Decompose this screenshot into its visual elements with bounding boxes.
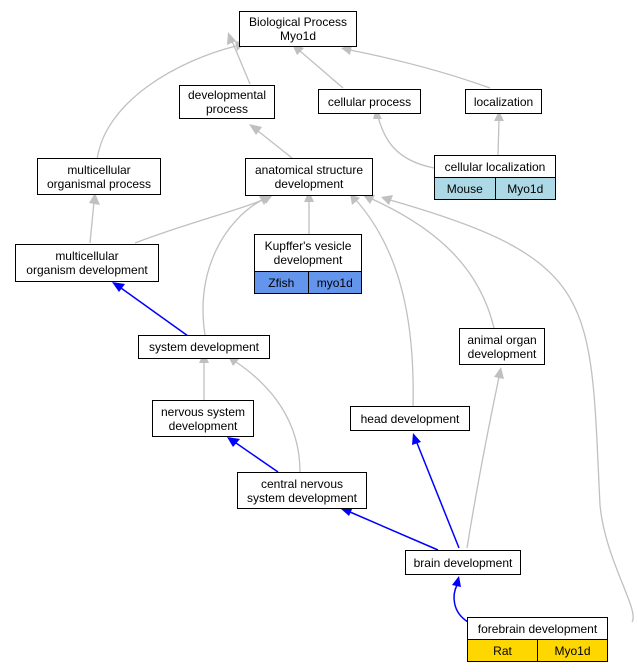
edge-aod-asd xyxy=(371,198,495,329)
annotation-row: Zfish myo1d xyxy=(255,271,361,293)
node-head-development[interactable]: head development xyxy=(350,406,470,431)
edge-cellloc-loc xyxy=(497,119,500,156)
arrow-kv-asd xyxy=(304,191,314,202)
annotation-row: Mouse Myo1d xyxy=(435,177,555,199)
arrow-fore-brain xyxy=(452,576,461,587)
edge-brain-cns xyxy=(349,511,439,551)
node-kupffers-vesicle-development[interactable]: Kupffer's vesicle development Zfish myo1… xyxy=(254,234,362,294)
edge-asd-devproc xyxy=(257,130,293,159)
node-multicellular-organism-development[interactable]: multicellular organism development xyxy=(15,244,159,282)
edge-cns-sys xyxy=(235,361,301,473)
arrow-brain-cns xyxy=(340,507,353,516)
arrow-cns-ns xyxy=(227,437,240,447)
gene-cell[interactable]: Myo1d xyxy=(494,178,556,199)
node-anatomical-structure-development[interactable]: anatomical structure development xyxy=(245,158,373,196)
edge-mod-mop xyxy=(89,201,95,244)
arrow-loc-root xyxy=(341,45,352,55)
edge-loc-root xyxy=(349,49,491,89)
node-biological-process-root[interactable]: Biological Process Myo1d xyxy=(239,11,357,47)
edge-mod-asd xyxy=(134,198,266,244)
node-multicellular-organismal-process[interactable]: multicellular organismal process xyxy=(37,158,161,195)
arrow-sys-asd xyxy=(259,195,270,205)
edge-sys-mod xyxy=(120,287,189,337)
edge-cns-ns xyxy=(235,442,279,473)
edge-cellloc-cellproc xyxy=(377,116,435,169)
node-forebrain-development[interactable]: forebrain development Rat Myo1d xyxy=(467,617,608,662)
node-animal-organ-development[interactable]: animal organ development xyxy=(459,328,545,365)
arrow-sys-mod xyxy=(112,282,125,292)
edge-head-asd xyxy=(355,199,414,407)
edge-sys-asd xyxy=(202,199,263,336)
arrow-brain-aod xyxy=(494,367,504,379)
node-brain-development[interactable]: brain development xyxy=(405,550,521,575)
node-system-development[interactable]: system development xyxy=(138,335,270,359)
arrow-devproc-root xyxy=(227,32,236,45)
arrow-head-asd xyxy=(350,194,360,205)
edge-mop-root xyxy=(96,45,237,161)
node-developmental-process[interactable]: developmental process xyxy=(179,85,275,119)
edge-fore-brain xyxy=(453,584,469,623)
arrow-fore-asd xyxy=(381,195,393,205)
edge-devproc-root xyxy=(231,40,251,85)
arrow-mod-mop xyxy=(89,193,100,205)
node-cellular-localization[interactable]: cellular localization Mouse Myo1d xyxy=(434,155,556,200)
species-cell[interactable]: Zfish xyxy=(268,275,295,290)
edge-brain-head xyxy=(416,442,460,549)
edge-brain-aod xyxy=(466,376,500,549)
gene-cell[interactable]: Myo1d xyxy=(537,640,607,661)
annotation-row: Rat Myo1d xyxy=(468,639,607,661)
edge-cellproc-root xyxy=(299,50,344,89)
node-central-nervous-system-development[interactable]: central nervous system development xyxy=(237,472,367,509)
node-cellular-process[interactable]: cellular process xyxy=(318,89,421,114)
arrow-asd-devproc xyxy=(249,124,262,135)
node-nervous-system-development[interactable]: nervous system development xyxy=(152,400,254,437)
arrow-brain-head xyxy=(412,433,421,445)
species-cell[interactable]: Mouse xyxy=(446,181,483,196)
arrow-cellloc-loc xyxy=(494,111,504,121)
edge-fore-asd xyxy=(389,199,634,623)
species-cell[interactable]: Rat xyxy=(493,643,512,658)
gene-cell[interactable]: myo1d xyxy=(307,272,362,293)
arrow-aod-asd xyxy=(363,195,375,204)
node-localization[interactable]: localization xyxy=(465,89,542,114)
